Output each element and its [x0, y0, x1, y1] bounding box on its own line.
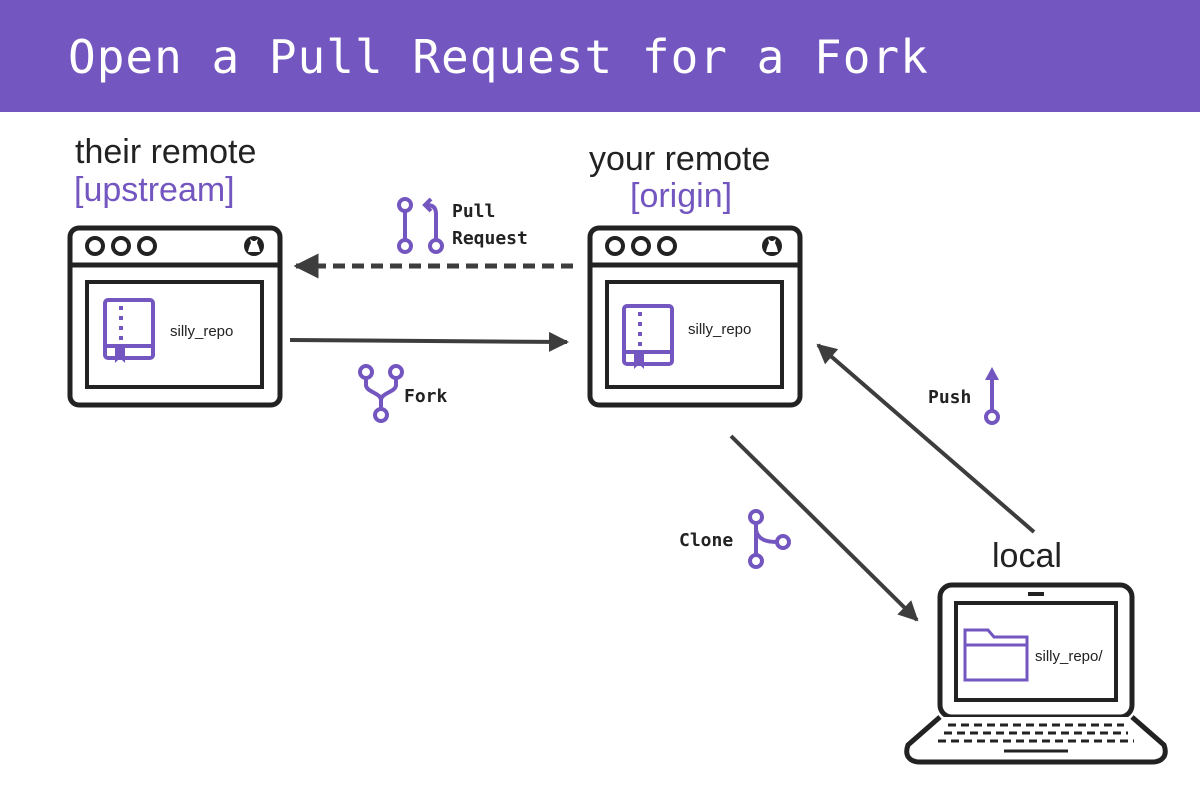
pull-request-label: Pull Request: [452, 198, 528, 252]
github-mark-icon: [244, 236, 264, 256]
repo-book-icon: [622, 304, 674, 369]
origin-title: your remote: [589, 140, 771, 178]
upstream-title: their remote: [75, 133, 257, 171]
github-mark-icon: [762, 236, 782, 256]
local-folder-name: silly_repo/: [1035, 648, 1103, 665]
push-arrow: [816, 343, 1036, 534]
local-laptop: [904, 582, 1168, 765]
title-banner: Open a Pull Request for a Fork: [0, 0, 1200, 112]
fork-label: Fork: [404, 386, 448, 407]
push-arrow-icon: [984, 367, 1000, 425]
upstream-browser-window: [67, 225, 283, 408]
pull-request-label-line1: Pull: [452, 201, 496, 222]
page-title: Open a Pull Request for a Fork: [68, 30, 929, 84]
origin-browser-window: [587, 225, 803, 408]
keyboard: [938, 723, 1134, 743]
upstream-alias: [upstream]: [74, 171, 235, 209]
upstream-repo-name: silly_repo: [170, 323, 234, 340]
clone-label: Clone: [679, 530, 734, 551]
push-label: Push: [928, 387, 972, 408]
pull-request-icon: [397, 197, 444, 254]
fork-icon: [358, 364, 404, 423]
repo-book-icon: [103, 298, 155, 363]
origin-repo-name: silly_repo: [688, 321, 752, 338]
local-title: local: [992, 537, 1062, 575]
folder-icon: [963, 628, 1029, 682]
pull-request-label-line2: Request: [452, 228, 528, 249]
branch-icon: [748, 509, 791, 569]
fork-arrow: [289, 331, 569, 352]
origin-alias: [origin]: [630, 177, 733, 215]
clone-arrow: [729, 434, 919, 622]
